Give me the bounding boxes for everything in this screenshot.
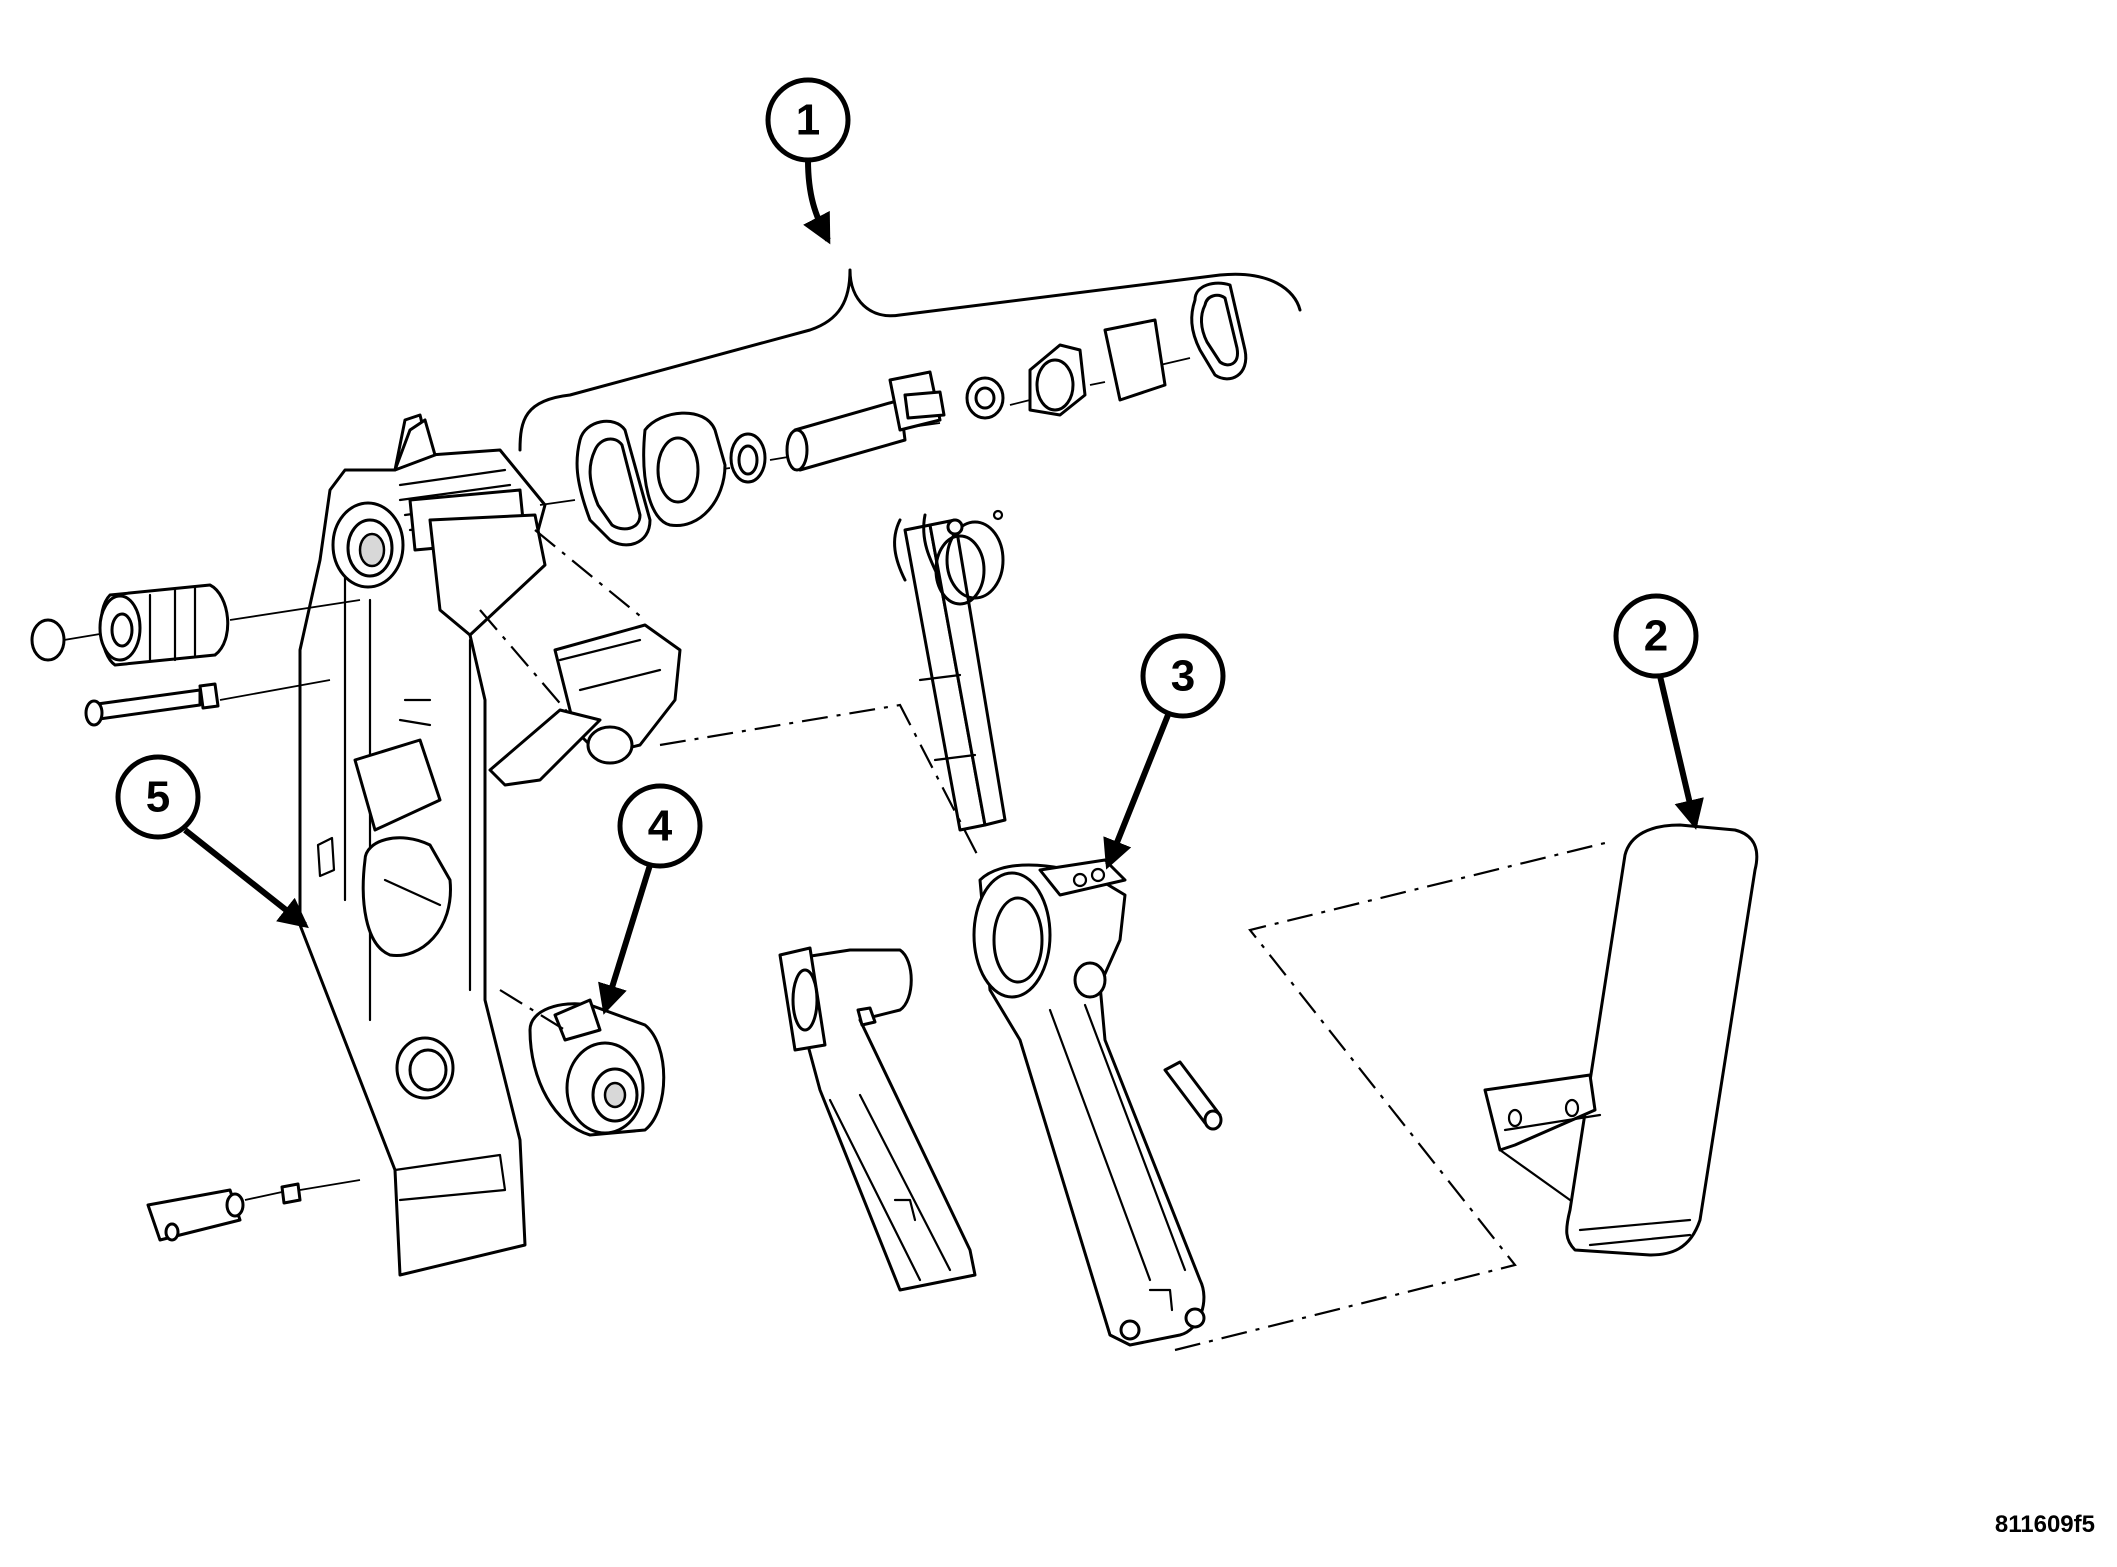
return-spring (893, 509, 1007, 832)
pivot-shaft-assembly (30, 268, 1302, 727)
callout-3: 3 (1103, 633, 1226, 870)
figure-code: 811609f5 (1995, 1511, 2095, 1538)
pedal-bracket (298, 413, 547, 1277)
alignment-lines (479, 529, 1606, 1352)
switch-bracket (488, 623, 682, 787)
adjuster-arm (778, 946, 977, 1292)
callout-2-label: 2 (1644, 612, 1668, 661)
callout-1-label: 1 (796, 96, 820, 145)
callout-2: 2 (1613, 593, 1704, 830)
callout-3-label: 3 (1171, 652, 1195, 701)
callout-5-label: 5 (146, 773, 170, 822)
callout-1: 1 (765, 77, 851, 245)
callout-4-label: 4 (648, 802, 673, 851)
small-hardware (146, 1060, 1223, 1242)
pivot-bushing (528, 998, 666, 1137)
callout-5: 5 (115, 754, 309, 929)
pedal-arm (972, 858, 1206, 1347)
callout-4: 4 (598, 783, 703, 1015)
pedal-pad (1483, 823, 1759, 1257)
